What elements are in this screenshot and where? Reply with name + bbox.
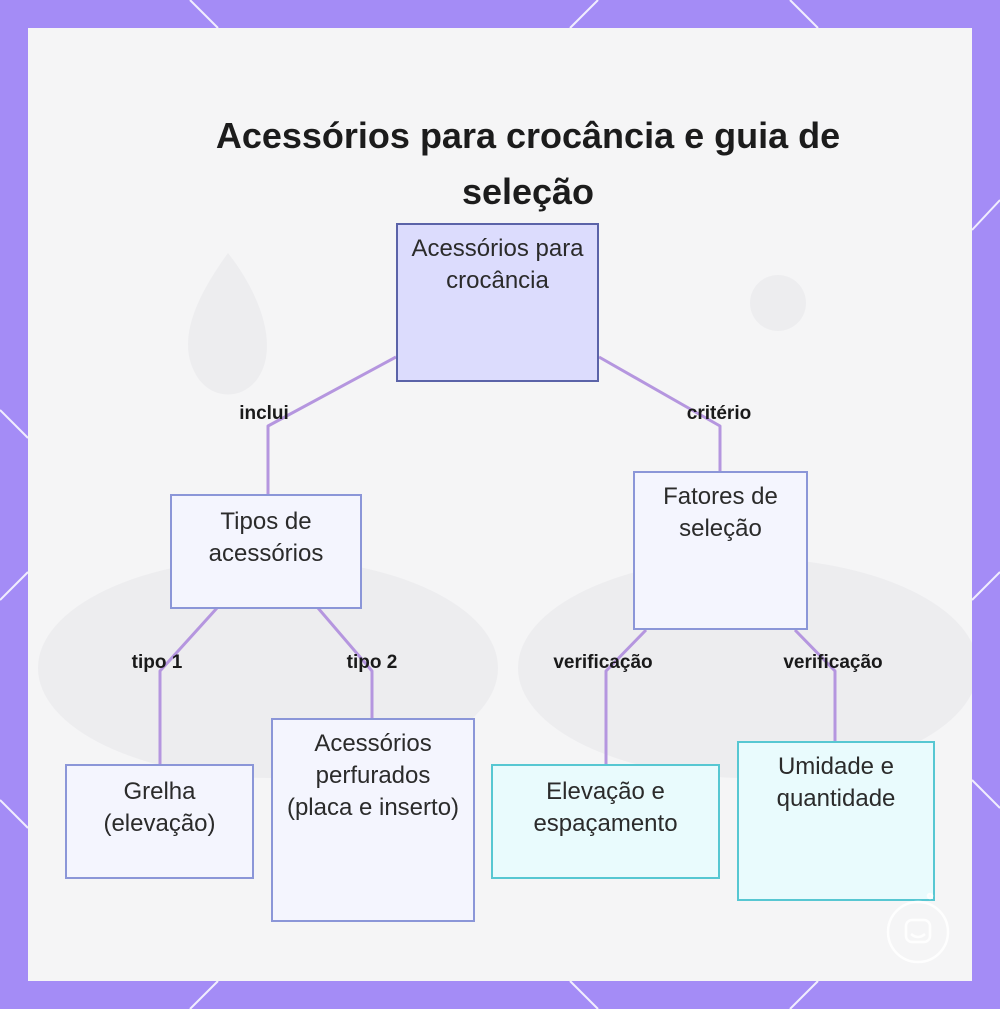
edge-label-tipo-2: tipo 2	[346, 652, 398, 673]
edge-label-criterio: critério	[686, 403, 752, 424]
node-label: Tipos de acessórios	[208, 508, 324, 567]
diagram-title: Acessórios para crocância e guia de sele…	[215, 115, 841, 212]
edge-label-verificacao-1: verificação	[553, 652, 653, 673]
edge-label-verificacao-2: verificação	[783, 652, 883, 673]
node-acessorios-para-crocancia: Acessórios para crocância	[396, 223, 599, 382]
edge-fatores-umidade	[793, 628, 837, 741]
node-umidade-e-quantidade: Umidade e quantidade	[737, 741, 935, 901]
node-label: Fatores de seleção	[663, 483, 778, 542]
node-fatores-de-selecao: Fatores de seleção	[633, 471, 808, 630]
edge-tipos-perfurados	[316, 607, 374, 718]
edge-tipos-grelha	[158, 606, 219, 765]
edge-root-fatores	[598, 355, 722, 472]
edge-fatores-elevacao	[604, 628, 648, 765]
edge-label-tipo-1: tipo 1	[131, 652, 183, 673]
edge-label-inclui: inclui	[239, 403, 289, 424]
smiley-badge-icon	[886, 892, 950, 964]
node-tipos-de-acessorios: Tipos de acessórios	[170, 494, 362, 609]
node-label: Acessórios para crocância	[411, 235, 584, 294]
node-label: Grelha (elevação)	[103, 778, 216, 837]
node-label: Acessórios perfurados (placa e inserto)	[286, 730, 460, 821]
edge-root-tipos	[266, 355, 397, 495]
node-acessorios-perfurados: Acessórios perfurados (placa e inserto)	[271, 718, 475, 922]
edges	[158, 355, 837, 765]
node-label: Umidade e quantidade	[776, 753, 896, 812]
node-grelha: Grelha (elevação)	[65, 764, 254, 879]
node-elevacao-e-espacamento: Elevação e espaçamento	[491, 764, 720, 879]
diagram-panel: Acessórios para crocância e guia de sele…	[28, 28, 972, 981]
node-label: Elevação e espaçamento	[533, 778, 678, 837]
